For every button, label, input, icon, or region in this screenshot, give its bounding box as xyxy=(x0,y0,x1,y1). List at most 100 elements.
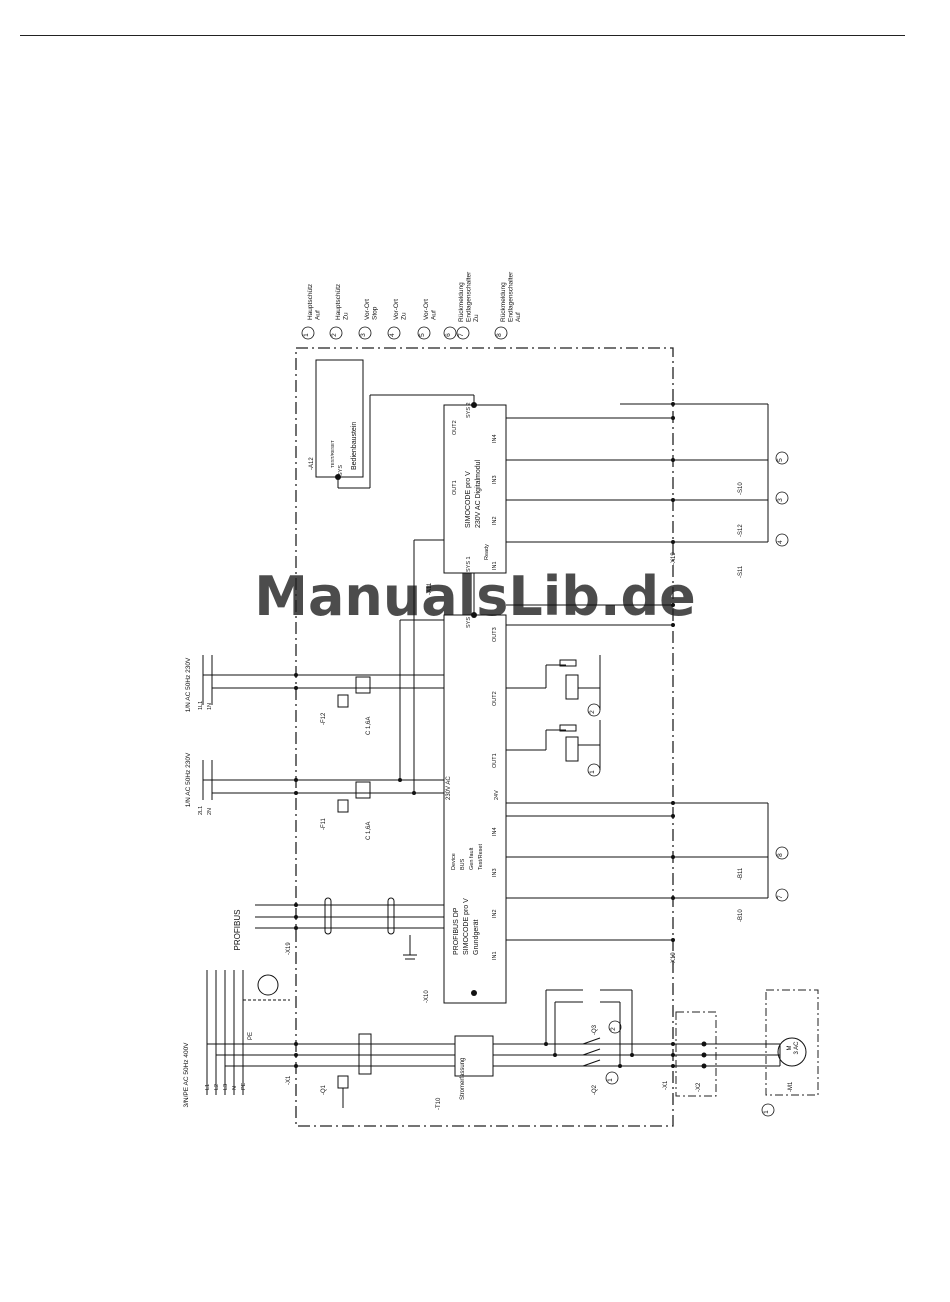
label-f11: -F11 xyxy=(321,817,327,830)
circle-number-11: 4 xyxy=(777,540,784,544)
label-x2: -X2 xyxy=(696,1082,702,1092)
basic-unit-led-3: Gen fault xyxy=(469,847,475,870)
circle-number-6: 6 xyxy=(445,333,452,337)
circle-number-16: 2 xyxy=(610,1027,617,1031)
circle-number-4: 4 xyxy=(389,333,396,337)
label-s11: -S11 xyxy=(738,565,744,578)
supply-three-phase: 3/N/PE AC 50Hz 400V xyxy=(183,1042,190,1108)
circle-number-5: 5 xyxy=(419,333,426,337)
label-a11: -A11 xyxy=(427,582,433,595)
label-x10: -X10 xyxy=(424,990,430,1003)
digital-module-in3: IN3 xyxy=(492,475,498,484)
digital-module-out1: OUT1 xyxy=(452,480,458,495)
supply-l2: L2 xyxy=(214,1084,220,1090)
circle-number-13: 7 xyxy=(777,895,784,899)
basic-unit-subtitle: Grundgerät xyxy=(473,920,480,955)
cabinet-boundary xyxy=(295,347,674,1127)
basic-unit-out1: OUT1 xyxy=(492,753,498,768)
label-s12: -S12 xyxy=(738,524,744,537)
label-motor: M3 AC xyxy=(787,1041,800,1055)
operator-panel-title: Bedienbaustein xyxy=(351,422,358,470)
supply-2n: 2N xyxy=(207,808,213,815)
circuit-label-8: RückmeldungEndlagenschalterAuf xyxy=(500,271,522,322)
supply-1n: 1N xyxy=(207,703,213,710)
supply-single-2: 1/N AC 50Hz 230V xyxy=(185,657,192,712)
circle-number-3: 3 xyxy=(360,333,367,337)
label-x19b: -X19 xyxy=(671,952,677,965)
circle-number-1: 1 xyxy=(303,333,310,337)
basic-unit-supply: 230V AC xyxy=(446,776,452,800)
circuit-label-4: Vor-OrtZu xyxy=(393,299,407,320)
label-q3: -Q3 xyxy=(592,1024,598,1035)
supply-2l1: 2L1 xyxy=(198,806,204,815)
label-f12: -F12 xyxy=(321,712,327,725)
basic-unit-led-4: Test/Reset xyxy=(478,844,484,870)
digital-module-ready: Ready xyxy=(484,544,490,560)
digital-module-sys2: SYS 2 xyxy=(466,402,472,418)
label-t10: -T10 xyxy=(436,1097,442,1110)
earth-symbol xyxy=(257,974,279,996)
circuit-label-5: Vor-OrtAuf xyxy=(423,299,437,320)
digital-module-sys1: SYS 1 xyxy=(466,556,472,572)
basic-unit-led-2: BUS xyxy=(460,858,466,870)
circle-number-8: 8 xyxy=(496,333,503,337)
basic-unit-in4: IN4 xyxy=(492,827,498,836)
basic-unit-in2: IN2 xyxy=(492,909,498,918)
basic-unit-sys: SYS xyxy=(466,617,472,628)
basic-unit-in1: IN1 xyxy=(492,951,498,960)
circuit-label-3: Vor-OrtStop xyxy=(364,299,378,320)
circuit-label-7: RückmeldungEndlagenschalterZu xyxy=(458,271,480,322)
circle-number-14: 2 xyxy=(589,710,596,714)
label-c16a-1: C 1,6A xyxy=(366,822,372,840)
circle-number-2: 2 xyxy=(331,333,338,337)
digital-module-in4: IN4 xyxy=(492,434,498,443)
basic-unit-title: SIMOCODE pro V xyxy=(463,898,470,955)
digital-module-title: SIMOCODE pro V xyxy=(465,471,472,528)
circle-number-17: 1 xyxy=(607,1078,614,1082)
label-s10: -S10 xyxy=(738,482,744,495)
circle-number-10: 3 xyxy=(777,498,784,502)
circle-number-15: 1 xyxy=(589,770,596,774)
label-x1: -X1 xyxy=(286,1075,292,1085)
operator-panel-sys: SYS xyxy=(338,465,344,476)
label-profibus: PROFIBUS xyxy=(233,910,242,951)
motor-boundary xyxy=(765,989,819,1096)
label-t10-desc: Stromerfassung xyxy=(460,1058,466,1100)
digital-module-subtitle: 230V AC Digitalmodul xyxy=(475,459,482,528)
header-rule xyxy=(20,35,905,36)
label-pe: PE xyxy=(248,1032,254,1040)
circle-number-9: 5 xyxy=(777,458,784,462)
label-c16a-2: C 1,6A xyxy=(366,717,372,735)
basic-unit-led-1: Device xyxy=(451,853,457,870)
supply-n: N xyxy=(232,1086,238,1090)
basic-unit-profibus-dp: PROFIBUS DP xyxy=(453,907,460,955)
label-m1: -M1 xyxy=(788,1081,794,1092)
digital-module-in1: IN1 xyxy=(492,561,498,570)
supply-pe: PE xyxy=(241,1082,247,1090)
label-q2: -Q2 xyxy=(592,1084,598,1095)
circuit-label-2: HauptschützZu xyxy=(335,284,349,320)
digital-module-in2: IN2 xyxy=(492,516,498,525)
circle-number-18: 1 xyxy=(763,1110,770,1114)
label-q1: -Q1 xyxy=(321,1084,327,1095)
supply-l1: L1 xyxy=(205,1084,211,1090)
label-x19: -X19 xyxy=(286,942,292,955)
label-x1b: -X1 xyxy=(663,1080,669,1090)
terminal-box-x2 xyxy=(675,1011,717,1097)
operator-panel-button-1: TEST/RESET xyxy=(330,440,335,468)
circuit-label-1: HauptschützAuf xyxy=(307,284,321,320)
basic-unit-in3: IN3 xyxy=(492,868,498,877)
circle-number-7: 7 xyxy=(458,333,465,337)
supply-single-1: 1/N AC 50Hz 230V xyxy=(185,752,192,807)
watermark: ManualsLib.de xyxy=(254,565,696,628)
label-x19c: -X19 xyxy=(671,552,677,565)
supply-l3: L3 xyxy=(223,1084,229,1090)
basic-unit-24v: 24V xyxy=(494,790,500,800)
digital-module-out2: OUT2 xyxy=(452,420,458,435)
basic-unit-out2: OUT2 xyxy=(492,691,498,706)
label-b10: -B10 xyxy=(738,909,744,922)
supply-1l1: 1L1 xyxy=(198,701,204,710)
basic-unit-out3: OUT3 xyxy=(492,627,498,642)
circuit-number-markers xyxy=(301,326,789,1117)
